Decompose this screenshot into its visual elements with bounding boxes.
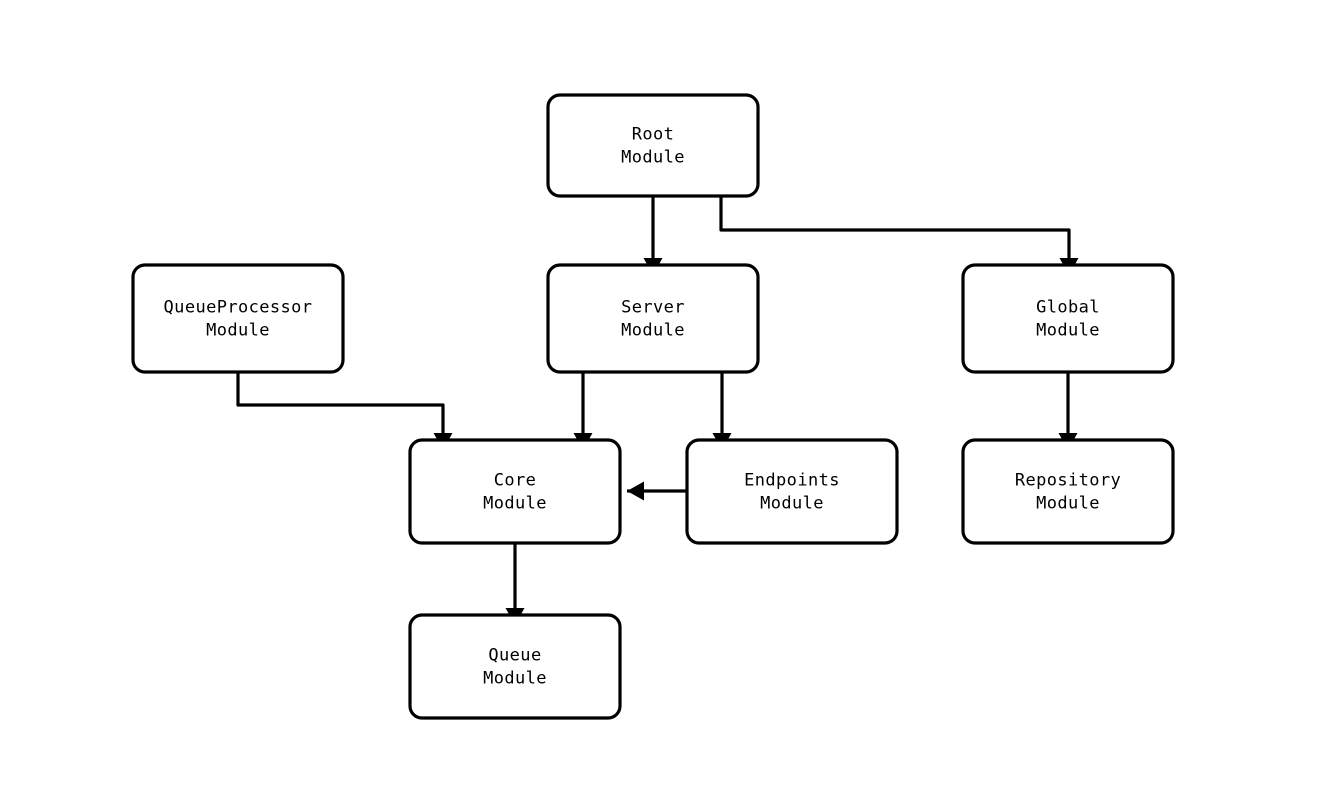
node-queue[interactable]: QueueModuleQueue Module xyxy=(408,613,622,720)
nodes-layer: RootModuleRoot ModuleQueueProcessorModul… xyxy=(131,93,1175,720)
node-label-line2-repository: Module xyxy=(1036,494,1100,514)
node-label-line1-core: Core xyxy=(494,471,537,491)
edge-root-global: Root Module to Global Module xyxy=(719,196,1079,275)
node-repository[interactable]: RepositoryModuleRepository Module xyxy=(961,438,1175,545)
node-box-server[interactable] xyxy=(546,263,760,374)
node-label-line1-endpoints: Endpoints xyxy=(744,471,840,491)
node-box-core[interactable] xyxy=(408,438,622,545)
node-label-line1-repository: Repository xyxy=(1015,471,1121,491)
node-server[interactable]: ServerModuleServer Module xyxy=(546,263,760,374)
node-label-line1-queue: Queue xyxy=(488,646,541,666)
node-label-line2-global: Module xyxy=(1036,321,1100,341)
edge-line xyxy=(719,196,1071,258)
node-label-line1-root: Root xyxy=(632,125,675,145)
node-box-queue[interactable] xyxy=(408,613,622,720)
edge-server-core: Server Module to Core Module xyxy=(573,372,593,450)
node-label-line2-core: Module xyxy=(483,494,547,514)
edge-server-endpoints: Server Module to Endpoints Module xyxy=(712,372,732,450)
edge-line xyxy=(236,372,445,433)
node-box-repository[interactable] xyxy=(961,438,1175,545)
node-box-global[interactable] xyxy=(961,263,1175,374)
edge-queueprocessor-core: QueueProcessor Module to Core Module xyxy=(236,372,453,450)
edge-core-queue: Core Module to Queue Module xyxy=(505,543,525,625)
arrow-head-icon xyxy=(627,481,644,501)
node-root[interactable]: RootModuleRoot Module xyxy=(546,93,760,198)
node-label-line1-queueprocessor: QueueProcessor xyxy=(164,298,313,318)
node-core[interactable]: CoreModuleCore Module xyxy=(408,438,622,545)
node-endpoints[interactable]: EndpointsModuleEndpoints Module xyxy=(685,438,899,545)
node-label-line2-server: Module xyxy=(621,321,685,341)
node-box-root[interactable] xyxy=(546,93,760,198)
node-global[interactable]: GlobalModuleGlobal Module xyxy=(961,263,1175,374)
node-box-endpoints[interactable] xyxy=(685,438,899,545)
edge-global-repository: Global Module to Repository Module xyxy=(1058,372,1078,450)
edge-root-server: Root Module to Server Module xyxy=(643,196,663,275)
node-label-line2-root: Module xyxy=(621,148,685,168)
node-box-queueprocessor[interactable] xyxy=(131,263,345,374)
edges-layer: Root Module to Server Module Root Module … xyxy=(236,196,1079,625)
node-label-line2-queue: Module xyxy=(483,669,547,689)
edge-endpoints-core: Endpoints Module to Core Module xyxy=(627,481,687,501)
node-label-line2-queueprocessor: Module xyxy=(206,321,270,341)
node-queueprocessor[interactable]: QueueProcessorModuleQueueProcessor Modul… xyxy=(131,263,345,374)
node-label-line2-endpoints: Module xyxy=(760,494,824,514)
node-label-line1-server: Server xyxy=(621,298,685,318)
node-label-line1-global: Global xyxy=(1036,298,1100,318)
